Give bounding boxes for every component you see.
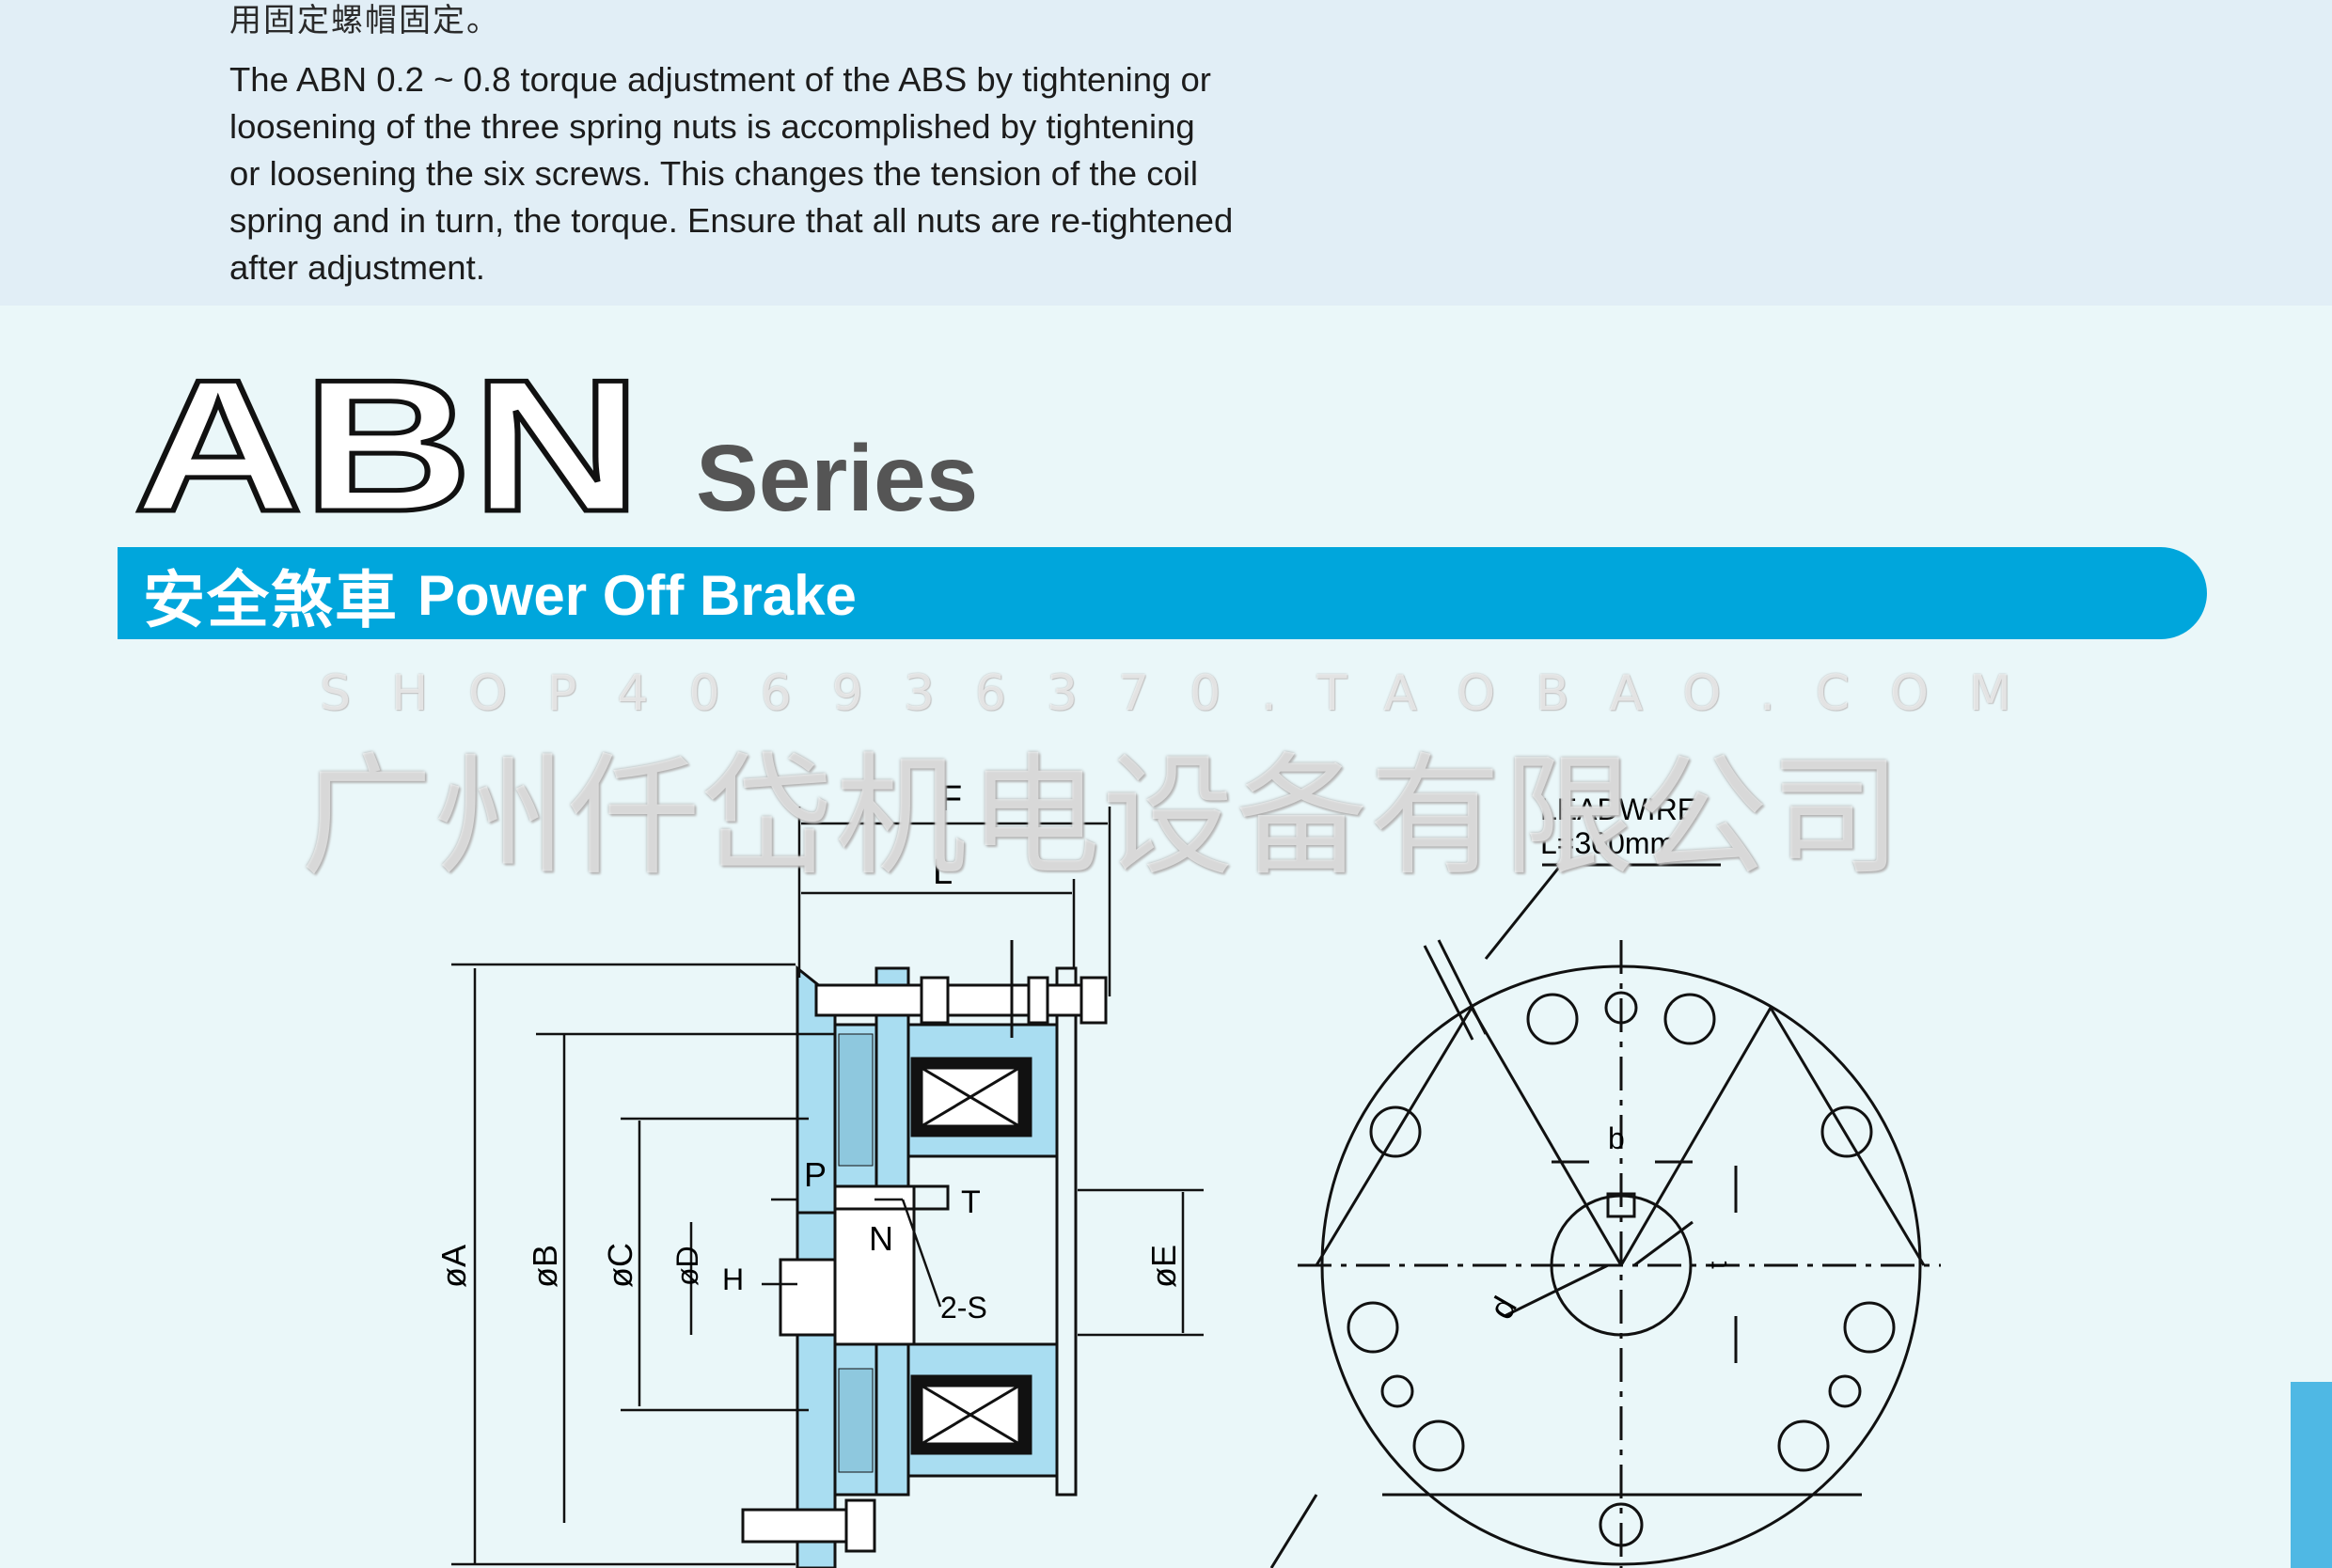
cn-note: 用固定螺帽固定。 bbox=[229, 2, 500, 39]
leadwire-label: LEADWIRE bbox=[1540, 792, 1697, 826]
dimension-drawing: F L P T N H 2-S øA øB øC øD øE bbox=[434, 779, 1941, 1568]
dim-label-oe: øE bbox=[1144, 1245, 1183, 1288]
side-view bbox=[741, 940, 1108, 1568]
side-view-labels: F L P T N H 2-S øA øB øC øD øE bbox=[434, 779, 1183, 1325]
paragraph-line: after adjustment. bbox=[229, 248, 485, 287]
paragraph-line: The ABN 0.2 ~ 0.8 torque adjustment of t… bbox=[229, 60, 1211, 99]
dim-label-2s: 2-S bbox=[940, 1291, 987, 1325]
leadwire-length: L=300mm bbox=[1540, 826, 1675, 860]
front-view bbox=[1269, 863, 1941, 1568]
dim-label-t: T bbox=[961, 1184, 981, 1220]
dim-label-l: L bbox=[933, 853, 953, 892]
dim-label-oa: øA bbox=[434, 1245, 473, 1288]
paragraph-line: spring and in turn, the torque. Ensure t… bbox=[229, 201, 1234, 240]
dim-label-f: F bbox=[940, 779, 962, 819]
series-code: ABN bbox=[134, 371, 641, 531]
paragraph-line: loosening of the three spring nuts is ac… bbox=[229, 107, 1195, 146]
banner-cn-title: 安全煞車 bbox=[143, 564, 399, 636]
dim-label-d: d bbox=[1481, 1290, 1524, 1325]
series-title: ABN Series bbox=[132, 371, 978, 531]
dim-label-h: H bbox=[722, 1262, 744, 1296]
dim-label-oc: øC bbox=[601, 1243, 639, 1288]
dim-label-od: øD bbox=[670, 1246, 704, 1286]
dim-label-b: b bbox=[1608, 1121, 1625, 1155]
dim-label-t-key: t bbox=[1702, 1261, 1733, 1269]
adjustment-paragraph: The ABN 0.2 ~ 0.8 torque adjustment of t… bbox=[229, 56, 1301, 291]
dim-label-p: P bbox=[804, 1155, 827, 1194]
banner-title: 安全煞車 Power Off Brake bbox=[143, 559, 857, 637]
intro-band bbox=[0, 0, 2332, 306]
watermark-url: SHOP406936370.TAOBAO.COM bbox=[320, 666, 2052, 722]
dim-label-ob: øB bbox=[526, 1245, 564, 1288]
dim-label-n: N bbox=[869, 1219, 893, 1258]
title-banner bbox=[118, 547, 2207, 639]
page-edge-tab bbox=[2291, 1382, 2332, 1568]
side-view-dimensions bbox=[451, 807, 1204, 1566]
series-word: Series bbox=[696, 426, 978, 531]
watermark-company: 广州仟岱机电设备有限公司 bbox=[301, 741, 1904, 894]
banner-en-title: Power Off Brake bbox=[418, 563, 857, 627]
paragraph-line: or loosening the six screws. This change… bbox=[229, 154, 1199, 193]
